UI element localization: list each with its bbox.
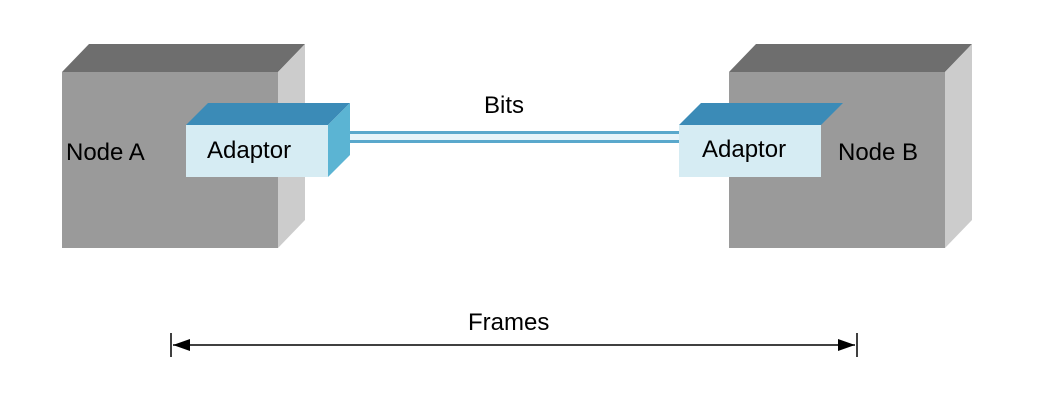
node-b-top-face <box>729 44 972 72</box>
node-a-label: Node A <box>66 139 145 166</box>
node-b-label: Node B <box>838 139 919 166</box>
bits-label: Bits <box>484 92 525 119</box>
link-wire <box>328 131 680 143</box>
adaptor-a-side-face <box>328 103 350 177</box>
node-a-top-face <box>62 44 305 72</box>
adaptor-a-label: Adaptor <box>207 137 292 164</box>
adaptor-b-front-face <box>679 125 821 177</box>
adaptor-a-top-face <box>186 103 350 125</box>
frames-right-arrowhead <box>838 339 855 351</box>
node-b-side-face <box>945 44 972 248</box>
adaptor-a-front-face <box>186 125 328 177</box>
adaptor-b-block <box>679 103 843 177</box>
adaptor-b-top-face <box>679 103 843 125</box>
adaptor-a-block <box>186 103 350 177</box>
frames-span-arrow <box>170 333 858 357</box>
frames-label: Frames <box>468 309 550 336</box>
frames-left-arrowhead <box>173 339 190 351</box>
adaptor-b-label: Adaptor <box>702 136 787 163</box>
